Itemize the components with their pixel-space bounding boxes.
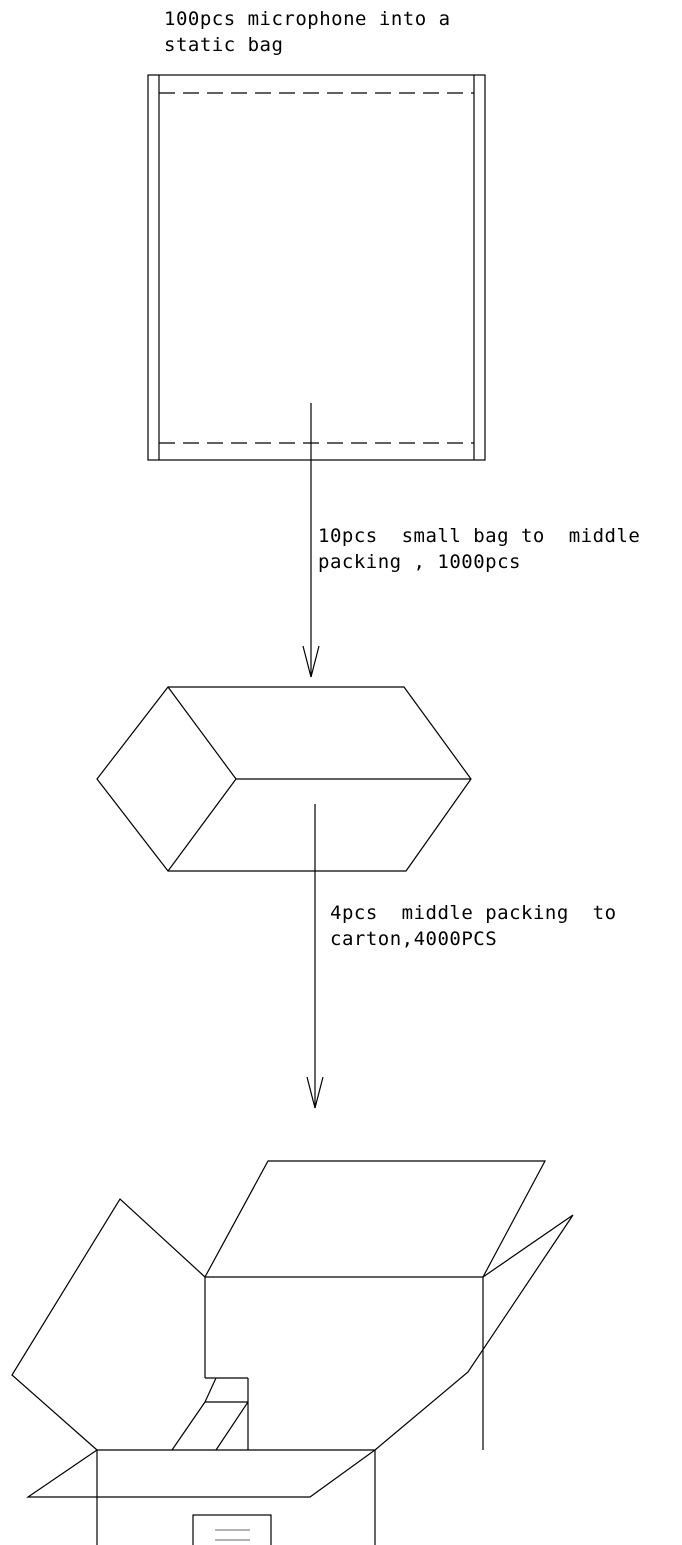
middle-packing-box-drawing [96, 686, 472, 872]
step-1-label-line1: 100pcs microphone into a [164, 8, 451, 30]
step-1-label: 100pcs microphone into a static bag [164, 6, 451, 58]
step-3-label: 4pcs middle packing to carton,4000PCS [330, 900, 617, 952]
static-bag-drawing [147, 74, 486, 461]
step-2-label: 10pcs small bag to middle packing , 1000… [318, 523, 640, 575]
step-3-label-line1: 4pcs middle packing to [330, 902, 617, 924]
down-arrow-1 [302, 403, 320, 678]
step-1-label-line2: static bag [164, 34, 284, 56]
step-2-label-line2: packing , 1000pcs [318, 551, 521, 573]
down-arrow-2 [306, 804, 324, 1109]
open-carton-drawing [11, 1160, 574, 1545]
step-2-label-line1: 10pcs small bag to middle [318, 525, 641, 547]
step-3-label-line2: carton,4000PCS [330, 928, 498, 950]
